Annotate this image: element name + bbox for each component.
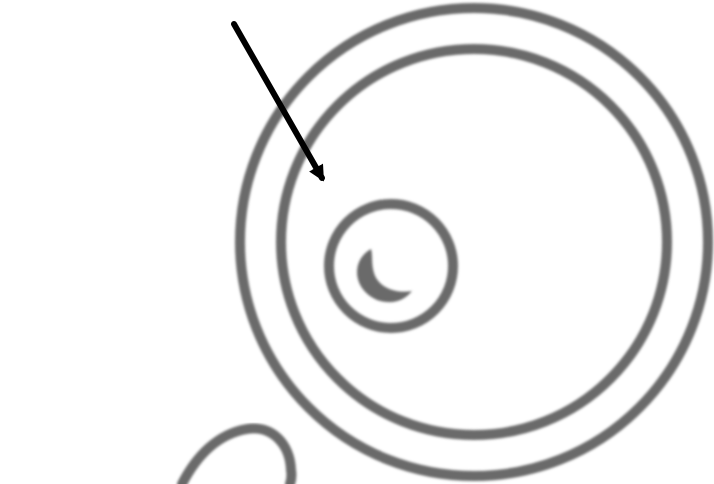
- illustration-canvas: [0, 0, 714, 484]
- illustration-svg: [0, 0, 714, 484]
- canvas-background: [0, 0, 714, 484]
